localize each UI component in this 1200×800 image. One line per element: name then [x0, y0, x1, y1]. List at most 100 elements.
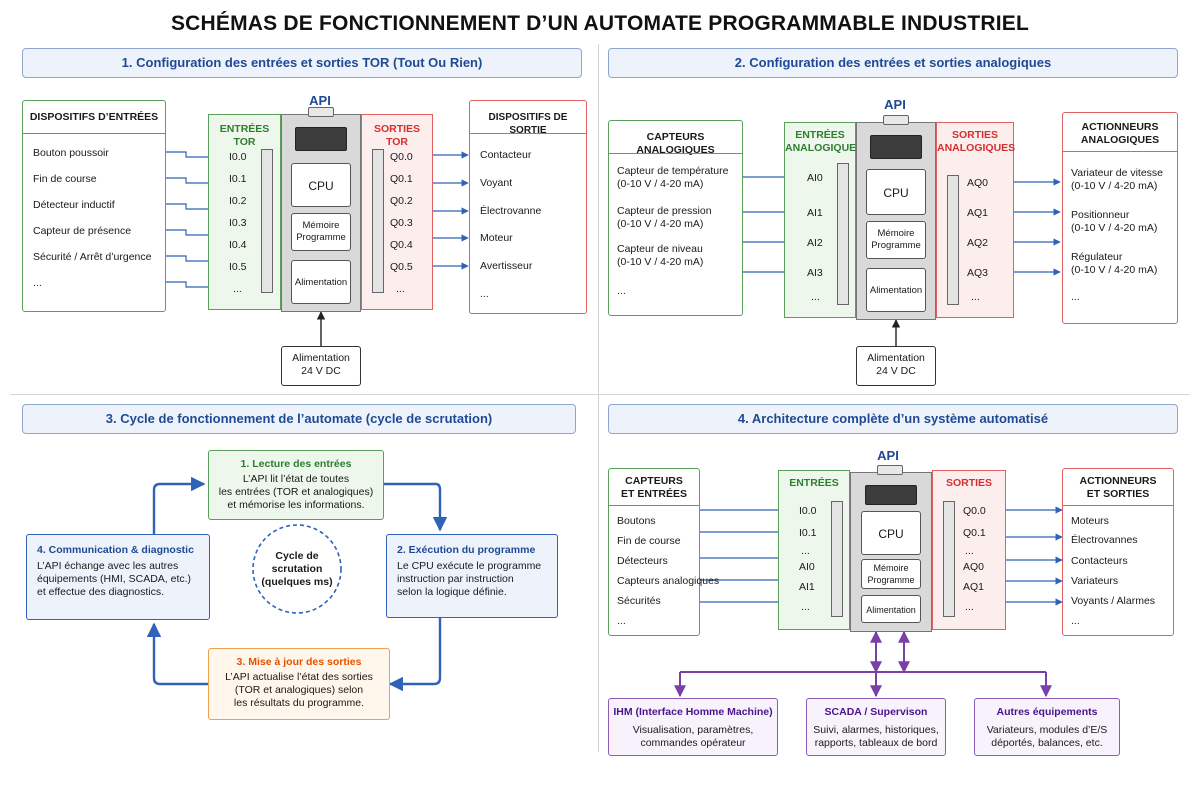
- s1-psu-line2: 24 V DC: [301, 365, 341, 377]
- s1-cpu: CPU: [291, 163, 351, 207]
- s4-autres-title: Autres équipements: [996, 706, 1098, 718]
- s4-cap-1: Fin de course: [617, 535, 681, 547]
- s4-out-title: SORTIES: [945, 477, 993, 489]
- s4-out-1: Q0.1: [963, 527, 986, 539]
- s2-out-0: AQ0: [967, 177, 989, 189]
- s4-scada-box: SCADA / Supervison Suivi, alarmes, histo…: [806, 698, 946, 756]
- s4-act-5: ...: [1071, 615, 1080, 627]
- s1-devin-1: Fin de course: [33, 173, 97, 185]
- s1-output-zone: SORTIES TOR Q0.0 Q0.1 Q0.2 Q0.3 Q0.4 Q0.…: [361, 114, 433, 310]
- s2-out-terminal-strip: [947, 175, 959, 305]
- s1-in-5: I0.5: [229, 261, 247, 273]
- s1-out-2: Q0.2: [390, 195, 413, 207]
- s4-act-0: Moteurs: [1071, 515, 1109, 527]
- s4-out-0: Q0.0: [963, 505, 986, 517]
- s4-act-2: Contacteurs: [1071, 555, 1128, 567]
- s4-api-label: API: [877, 448, 899, 463]
- s1-in-4: I0.4: [229, 239, 247, 251]
- s4-in-3: AI0: [799, 561, 815, 573]
- s2-api-label: API: [884, 97, 906, 112]
- s3-step2-title: 2. Exécution du programme: [397, 544, 536, 556]
- s1-in-6: ...: [233, 283, 242, 295]
- s1-in-terminal-strip: [261, 149, 273, 293]
- s4-input-arrows: [700, 506, 793, 606]
- s2-in-0: AI0: [807, 172, 823, 184]
- s1-devout-0: Contacteur: [480, 149, 532, 161]
- s4-cap-0: Boutons: [617, 515, 656, 527]
- s1-in-title: ENTRÉES TOR: [219, 123, 270, 148]
- s4-act-1: Électrovannes: [1071, 534, 1138, 546]
- s2-actuator-0: Variateur de vitesse(0-10 V / 4-20 mA): [1071, 167, 1164, 192]
- s1-power-module: Alimentation: [291, 260, 351, 304]
- s2-out-2: AQ2: [967, 237, 989, 249]
- s1-header: 1. Configuration des entrées et sorties …: [22, 48, 582, 78]
- s3-step-read-inputs: 1. Lecture des entrées L’API lit l’état …: [208, 450, 384, 520]
- s2-actuator-2: Régulateur(0-10 V / 4-20 mA): [1071, 251, 1158, 276]
- s1-out-0: Q0.0: [390, 151, 413, 163]
- s1-in-0: I0.0: [229, 151, 247, 163]
- s2-plc-screen: [870, 135, 922, 159]
- s1-devout-3: Moteur: [480, 232, 513, 244]
- s2-actuator-1: Positionneur(0-10 V / 4-20 mA): [1071, 209, 1158, 234]
- s1-devin-5: ...: [33, 277, 42, 289]
- s1-input-zone: ENTRÉES TOR I0.0 I0.1 I0.2 I0.3 I0.4 I0.…: [208, 114, 281, 310]
- s1-devin-0: Bouton poussoir: [33, 147, 109, 159]
- s1-in-2: I0.2: [229, 195, 247, 207]
- s1-devout-title: DISPOSITIFS DE SORTIE: [488, 112, 568, 136]
- s1-out-6: ...: [396, 283, 405, 295]
- s4-cpu: CPU: [861, 511, 921, 555]
- s4-ihm-title: IHM (Interface Homme Machine): [613, 706, 773, 718]
- s1-devin-3: Capteur de présence: [33, 225, 132, 237]
- s2-sensor-0: Capteur de température(0-10 V / 4-20 mA): [617, 165, 729, 190]
- s1-out-5: Q0.5: [390, 261, 413, 273]
- s1-input-devices: DISPOSITIFS D’ENTRÉES Bouton poussoir Fi…: [22, 100, 166, 312]
- s2-cpu: CPU: [866, 169, 926, 215]
- s1-output-devices: DISPOSITIFS DE SORTIE Contacteur Voyant …: [469, 100, 587, 314]
- s1-plc-screen: [295, 127, 347, 151]
- s2-psu-line2: 24 V DC: [876, 365, 916, 377]
- s3-step-execute-program: 2. Exécution du programme Le CPU exécute…: [386, 534, 558, 618]
- s4-in-2: ...: [801, 545, 810, 557]
- s4-out-5: ...: [965, 601, 974, 613]
- s4-in-0: I0.0: [799, 505, 817, 517]
- s3-step-communication: 4. Communication & diagnostic L’API écha…: [26, 534, 210, 620]
- s4-act-4: Voyants / Alarmes: [1071, 595, 1156, 607]
- s2-power-module: Alimentation: [866, 268, 926, 312]
- s4-out-4: AQ1: [963, 581, 985, 593]
- s2-in-terminal-strip: [837, 163, 849, 305]
- s1-psu-box: Alimentation 24 V DC: [281, 346, 361, 386]
- s3-step1-title: 1. Lecture des entrées: [240, 458, 352, 470]
- s1-devin-2: Détecteur inductif: [33, 199, 115, 211]
- s3-cycle-center-label: Cycle de scrutation (quelques ms): [261, 550, 333, 588]
- s4-in-4: AI1: [799, 581, 815, 593]
- s2-in-2: AI2: [807, 237, 823, 249]
- s1-out-terminal-strip: [372, 149, 384, 293]
- s1-psu-line1: Alimentation: [292, 352, 350, 364]
- s4-in-5: ...: [801, 601, 810, 613]
- s1-in-1: I0.1: [229, 173, 247, 185]
- s4-cap-4: Sécurités: [617, 595, 661, 607]
- s4-cap-2: Détecteurs: [617, 555, 668, 567]
- s3-step3-title: 3. Mise à jour des sorties: [236, 656, 362, 668]
- s2-sensors: CAPTEURS ANALOGIQUES Capteur de températ…: [608, 120, 743, 316]
- s4-in-terminal-strip: [831, 501, 843, 617]
- s4-ihm-box: IHM (Interface Homme Machine) Visualisat…: [608, 698, 778, 756]
- s3-cycle-arrows: [146, 476, 448, 692]
- s4-output-arrows: [1000, 506, 1063, 606]
- s2-out-3: AQ3: [967, 267, 989, 279]
- s1-devout-1: Voyant: [480, 177, 513, 189]
- horizontal-divider: [10, 394, 1190, 395]
- s4-act-3: Variateurs: [1071, 575, 1119, 587]
- s4-cap-5: ...: [617, 615, 626, 627]
